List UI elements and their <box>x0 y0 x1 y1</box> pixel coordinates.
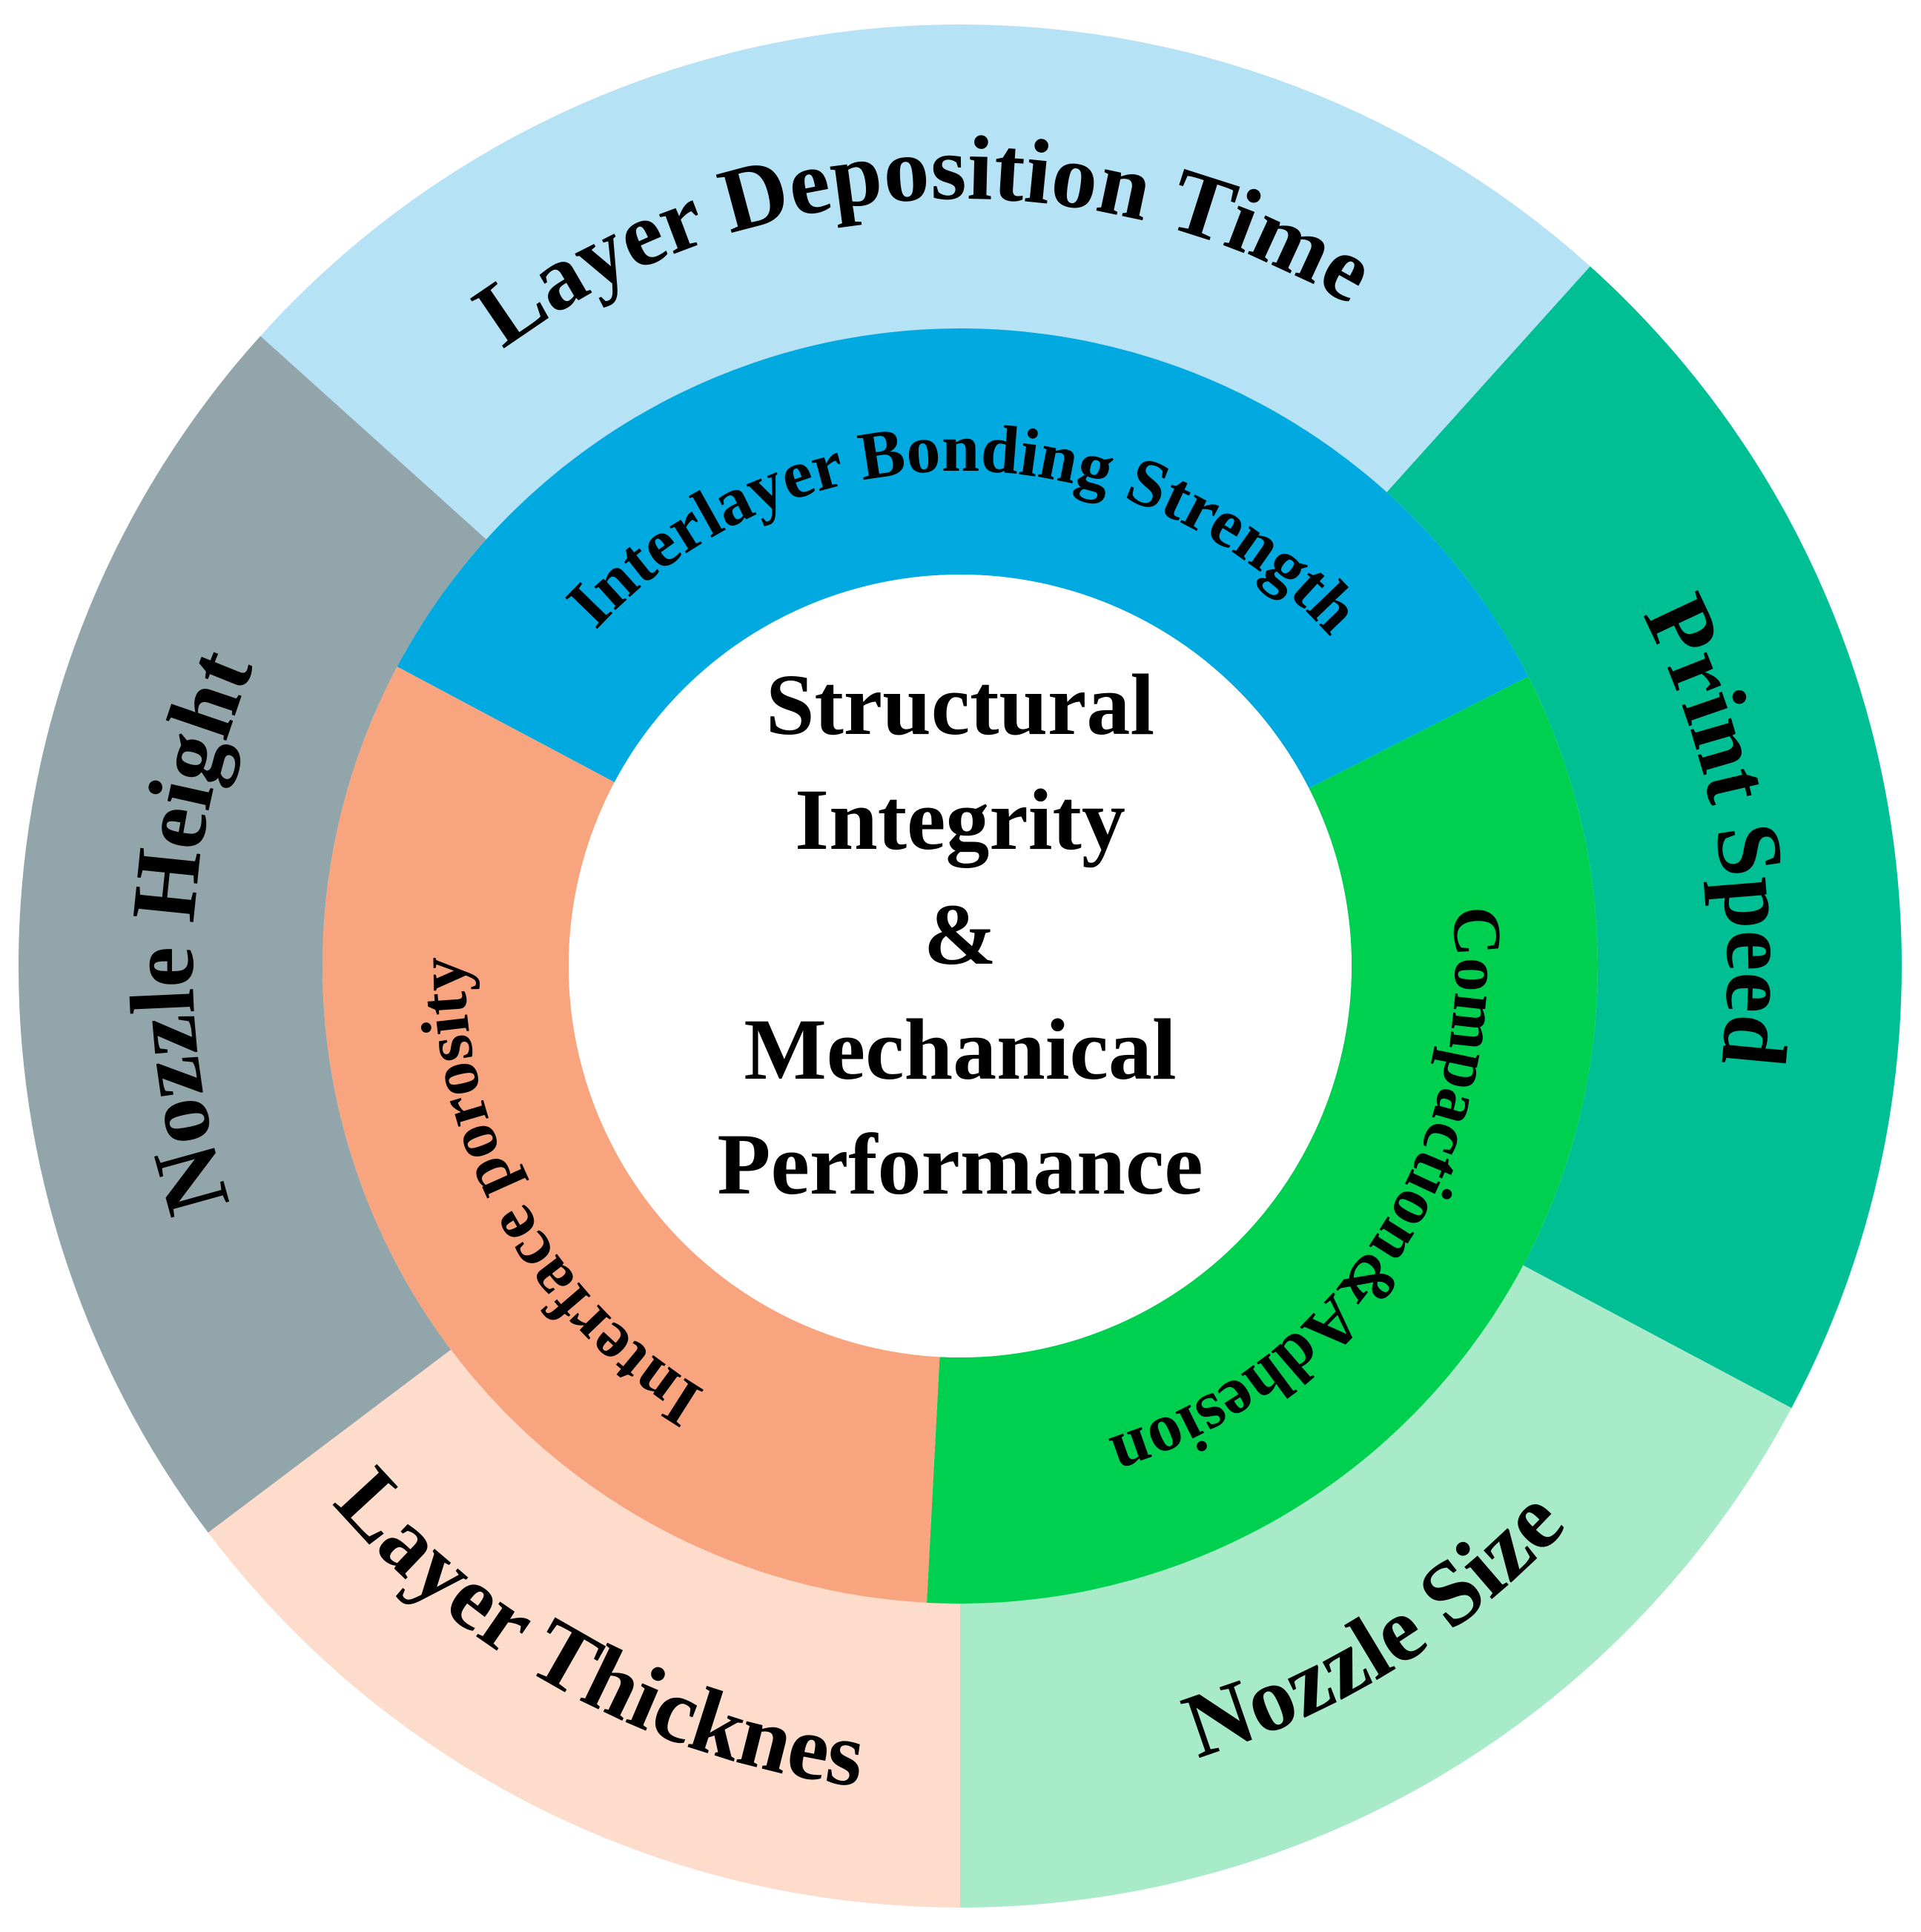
center-title-line-3: & <box>924 886 996 983</box>
center-title-line-5: Performance <box>717 1116 1203 1213</box>
center-title-line-1: Structural <box>766 656 1154 753</box>
outer-segment-layer-deposition-time <box>260 24 1590 540</box>
outer-ring <box>18 24 1902 1908</box>
outer-segment-nozzle-size <box>960 1265 1792 1908</box>
center-disk <box>569 575 1352 1357</box>
inner-segment-compaction-adhesion <box>926 676 1598 1604</box>
inner-ring <box>323 328 1598 1604</box>
outer-segment-nozzle-height <box>18 336 486 1533</box>
outer-segment-print-speed <box>1386 266 1902 1409</box>
center-title-line-2: Integrity <box>795 771 1125 868</box>
inner-segment-interlayer-bonding-strength <box>397 328 1529 789</box>
outer-segment-layer-thickness <box>208 1349 961 1908</box>
center-title-line-4: Mechanical <box>744 1001 1176 1098</box>
inner-segment-interface-porosity <box>323 666 940 1603</box>
center-title: Structural Integrity & Mechanical Perfor… <box>717 656 1203 1213</box>
